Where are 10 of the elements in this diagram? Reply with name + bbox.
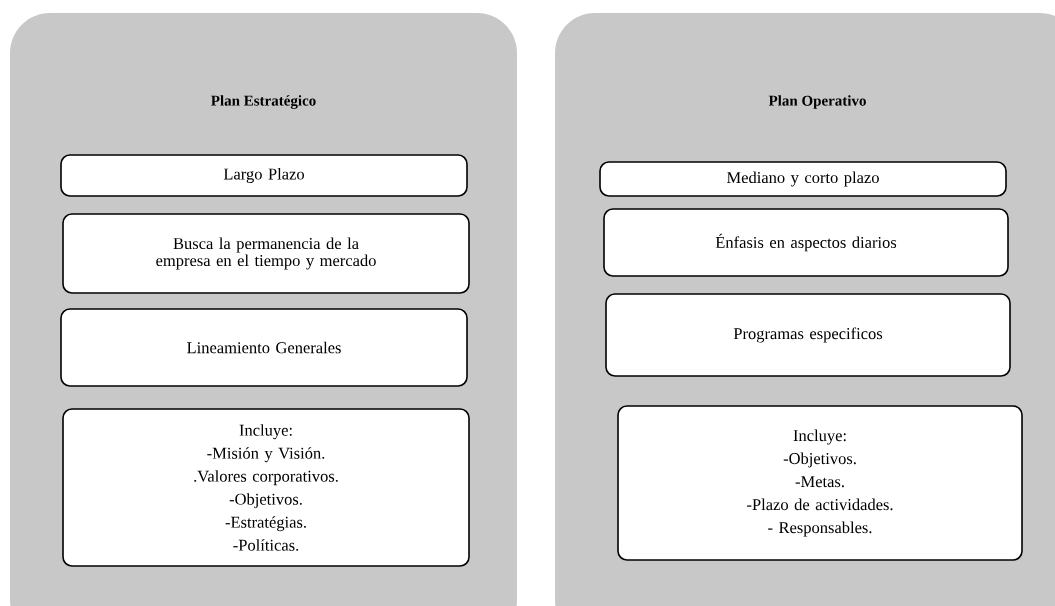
heading: Plan Operativo [768, 95, 866, 109]
text-box: Incluye: -Objetivos. -Metas. -Plazo de actividades. - Responsables. [617, 405, 1023, 561]
text-box: Mediano y corto plazo [599, 161, 1007, 197]
text-box: Énfasis en aspectos diarios [603, 208, 1009, 277]
text-box: Busca la permanencia de la empresa en el tiempo y mercado [62, 213, 470, 294]
text-box: Lineamiento Generales [60, 308, 468, 387]
text-box: Programas especificos [605, 293, 1011, 377]
text-box: Incluye: -Misión y Visión. .Valores corporativos. -Objetivos. -Estratégias. -Políticas. [62, 408, 470, 567]
text-box: Largo Plazo [60, 154, 468, 197]
heading: Plan Estratégico [211, 95, 316, 109]
